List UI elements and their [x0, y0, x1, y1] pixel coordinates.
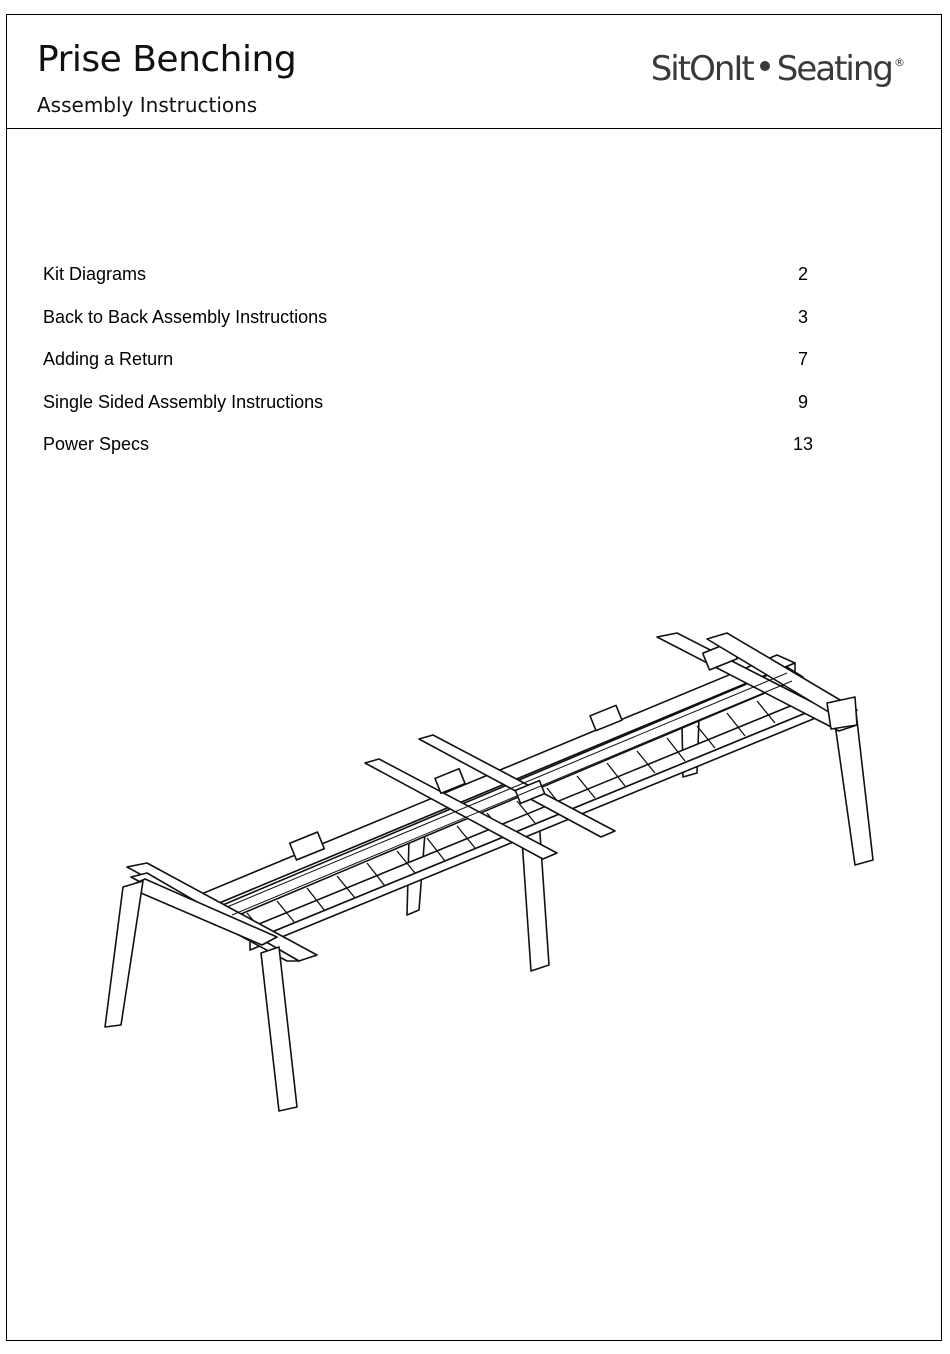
- benching-frame-illustration: [87, 615, 887, 1125]
- toc-item-page: 2: [783, 263, 823, 285]
- brand-logo-left: SitOnIt: [651, 49, 753, 89]
- header: Prise Benching Assembly Instructions Sit…: [7, 15, 941, 129]
- toc-item-page: 7: [783, 348, 823, 370]
- toc-item-label: Power Specs: [43, 433, 149, 455]
- toc-row: Adding a Return 7: [43, 348, 823, 391]
- page-frame: Prise Benching Assembly Instructions Sit…: [6, 14, 942, 1341]
- toc-item-page: 3: [783, 306, 823, 328]
- benching-frame-isometric-icon: [87, 615, 887, 1125]
- registered-mark: ®: [894, 56, 905, 69]
- toc-item-label: Kit Diagrams: [43, 263, 146, 285]
- brand-logo: SitOnIt Seating ®: [651, 49, 905, 89]
- toc-item-label: Single Sided Assembly Instructions: [43, 391, 323, 413]
- toc-item-label: Back to Back Assembly Instructions: [43, 306, 327, 328]
- toc-item-page: 13: [783, 433, 823, 455]
- toc-item-label: Adding a Return: [43, 348, 173, 370]
- brand-logo-right: Seating: [777, 49, 892, 89]
- table-of-contents: Kit Diagrams 2 Back to Back Assembly Ins…: [43, 263, 823, 476]
- toc-row: Single Sided Assembly Instructions 9: [43, 391, 823, 434]
- toc-row: Power Specs 13: [43, 433, 823, 476]
- document-subtitle: Assembly Instructions: [37, 93, 257, 117]
- toc-row: Kit Diagrams 2: [43, 263, 823, 306]
- brand-dot-icon: [760, 61, 770, 71]
- toc-row: Back to Back Assembly Instructions 3: [43, 306, 823, 349]
- toc-item-page: 9: [783, 391, 823, 413]
- document-title: Prise Benching: [37, 39, 296, 80]
